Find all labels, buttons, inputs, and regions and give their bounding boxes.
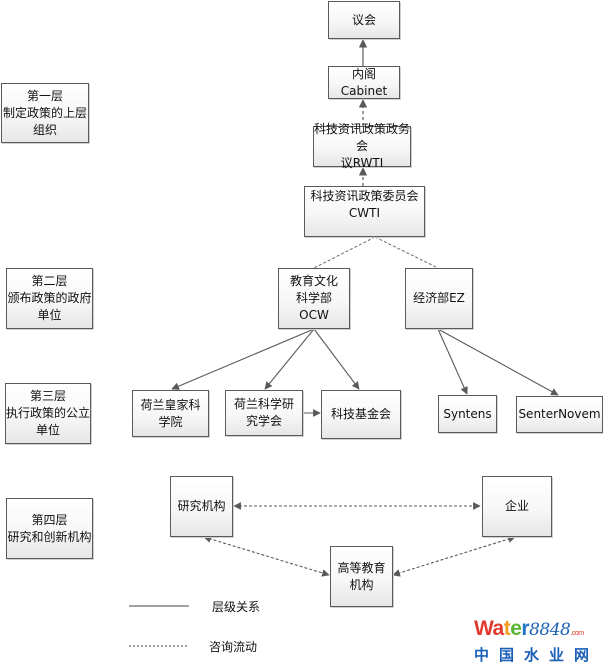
layer-4-label: 第四层 研究和创新机构 <box>7 512 92 544</box>
edge-ez-syntens <box>437 328 468 395</box>
edge-cwti-ez <box>374 236 439 269</box>
node-cabinet: 内阁Cabinet <box>328 66 400 99</box>
edge-cwti-ocw <box>313 236 376 269</box>
node-parliament: 议会 <box>328 1 400 39</box>
node-syntens-label: Syntens <box>443 406 492 421</box>
layer-1-label-box: 第一层 制定政策的上层 组织 <box>1 83 89 143</box>
node-nwo: 荷兰科学研 究学会 <box>225 390 303 436</box>
layer-2-label: 第二层 颁布政策的政府 单位 <box>7 274 92 322</box>
layer-4-label-box: 第四层 研究和创新机构 <box>6 498 93 559</box>
node-nwo-label: 荷兰科学研 究学会 <box>233 397 294 428</box>
watermark-brand-t: t <box>503 617 511 640</box>
node-knaw-label: 荷兰皇家科 学院 <box>140 397 201 429</box>
node-rwti: 科技资讯政策政务会 议RWTI <box>313 122 411 170</box>
watermark-logo: Water8848.com 中国水业网 <box>474 618 602 666</box>
watermark-brand-e: e <box>510 617 522 640</box>
node-senternovem-label: SenterNovem <box>518 407 601 421</box>
node-stw-label: 科技基金会 <box>330 407 391 421</box>
node-ez: 经济部EZ <box>405 268 473 329</box>
node-ocw-label: 教育文化 科学部 OCW <box>289 274 338 322</box>
layer-3-label: 第三层 执行政策的公立 单位 <box>6 389 91 437</box>
node-ez-label: 经济部EZ <box>413 291 465 305</box>
node-cwti: 科技资讯政策委员会 CWTI <box>304 186 425 237</box>
node-stw: 科技基金会 <box>321 390 401 439</box>
edge-research-highered <box>203 535 330 577</box>
edge-ocw-nwo <box>264 328 315 390</box>
watermark-number: 8848 <box>529 620 571 640</box>
watermark-brand-wa: Wa <box>474 617 504 640</box>
node-cwti-label: 科技资讯政策委员会 CWTI <box>310 189 419 220</box>
edge-enterprise-highered <box>392 535 516 577</box>
node-ocw: 教育文化 科学部 OCW <box>278 268 350 329</box>
watermark-brand-r: r <box>521 617 530 640</box>
layer-3-label-box: 第三层 执行政策的公立 单位 <box>5 383 91 444</box>
edge-ez-senternovem <box>437 328 559 396</box>
edge-ocw-knaw <box>171 328 315 390</box>
node-research-label: 研究机构 <box>177 499 226 513</box>
layer-1-label: 第一层 制定政策的上层 组织 <box>2 88 87 137</box>
node-cabinet-label: 内阁Cabinet <box>340 66 388 98</box>
node-syntens: Syntens <box>438 395 497 433</box>
legend-hierarchy-label: 层级关系 <box>212 600 261 614</box>
node-parliament-label: 议会 <box>351 12 376 27</box>
node-research-institutes: 研究机构 <box>170 476 233 537</box>
edge-ocw-stw <box>313 328 360 390</box>
layer-2-label-box: 第二层 颁布政策的政府 单位 <box>6 268 93 329</box>
watermark-subtitle: 中国水业网 <box>474 646 600 664</box>
node-rwti-label: 科技资讯政策政务会 议RWTI <box>314 122 411 170</box>
node-higher-ed-label: 高等教育 机构 <box>337 560 386 592</box>
node-enterprise-label: 企业 <box>504 499 529 513</box>
watermark-brand: Water8848.com <box>474 618 602 645</box>
node-higher-education: 高等教育 机构 <box>330 546 393 607</box>
node-senternovem: SenterNovem <box>516 396 603 433</box>
legend-consultation-label: 咨询流动 <box>209 640 258 654</box>
node-knaw: 荷兰皇家科 学院 <box>132 390 209 437</box>
node-enterprise: 企业 <box>482 476 552 537</box>
watermark-suffix: .com <box>570 630 584 637</box>
